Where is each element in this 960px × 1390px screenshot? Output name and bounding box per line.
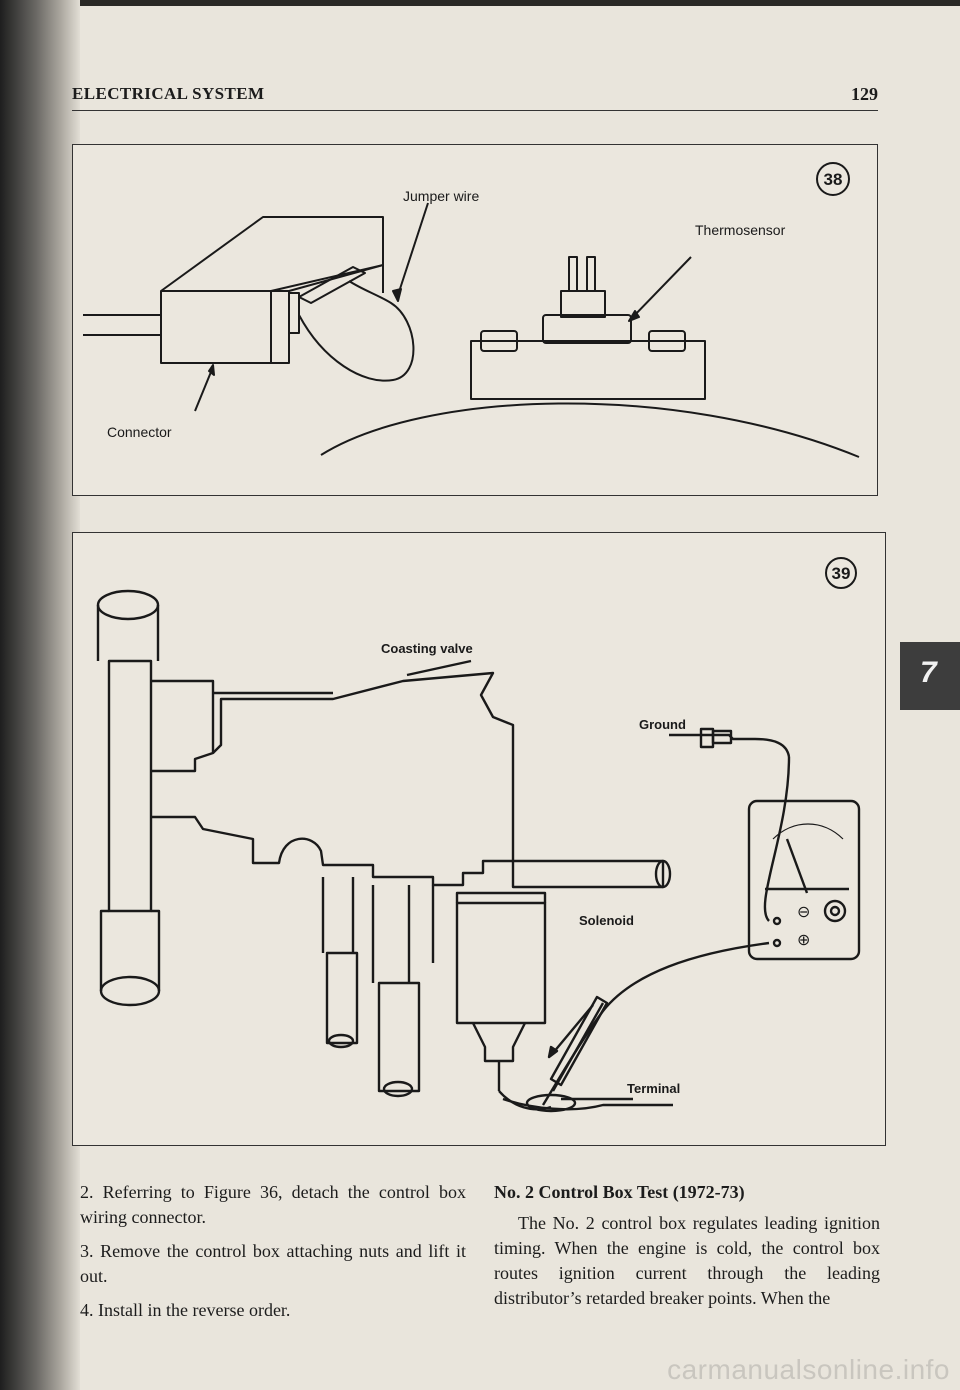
page-number: 129 [851,84,878,104]
connector-plug [288,292,300,334]
thermosensor-leader [628,256,692,322]
chapter-tab: 7 [900,642,960,710]
voltmeter-box [747,799,861,961]
terminal-label: Terminal [627,1081,680,1096]
control-box-front [160,290,272,364]
section-title: ELECTRICAL SYSTEM [72,84,265,103]
step-3: 3. Remove the control box attaching nuts… [80,1241,466,1286]
page-header: ELECTRICAL SYSTEM 129 [72,82,878,111]
ground-label: Ground [639,717,686,732]
figure-38: 38 Jumper wire Thermosensor Connector [72,144,878,496]
jumper-wire-label: Jumper wire [403,188,479,204]
page-top-edge [0,0,960,6]
jumper-wire-leader [397,202,429,296]
terminal-probe [551,1002,605,1092]
engine-surface [320,402,860,458]
section-heading: No. 2 Control Box Test (1972-73) [494,1182,745,1202]
figure-38-drawing: 38 Jumper wire Thermosensor Connector [83,162,860,458]
left-column: 2. Referring to Figure 36, detach the co… [80,1180,466,1332]
step-4: 4. Install in the reverse order. [80,1300,291,1320]
figure-39-drawing: 39 Coasting valve Ground Solenoid Termin… [96,557,861,1113]
solenoid-leader [552,1004,594,1054]
binding-shadow [0,0,80,1390]
figure-39-number: 39 [832,564,851,583]
watermark: carmanualsonline.info [667,1354,950,1385]
meter-minus-symbol: ⊖ [797,904,810,921]
figure-38-number: 38 [824,170,843,189]
right-column: No. 2 Control Box Test (1972-73) The No.… [494,1180,880,1320]
coasting-valve-label: Coasting valve [381,641,473,656]
body-paragraph: The No. 2 control box regulates leading … [494,1213,880,1308]
figure-39: 39 Coasting valve Ground Solenoid Termin… [72,532,886,1146]
step-2: 2. Referring to Figure 36, detach the co… [80,1182,466,1227]
meter-needle [785,838,809,894]
solenoid-body [455,901,547,1025]
meter-plus-symbol: ⊕ [797,932,810,949]
control-box-top [160,216,384,292]
connector-leader [194,366,214,412]
thermosensor-body [542,314,632,344]
thermosensor-base [470,340,706,400]
connector-label: Connector [107,424,172,440]
left-pipe [107,659,153,913]
thermosensor-label: Thermosensor [695,222,786,238]
thermosensor-terminals [568,256,596,291]
solenoid-label: Solenoid [579,913,634,928]
chapter-number: 7 [920,656,937,689]
